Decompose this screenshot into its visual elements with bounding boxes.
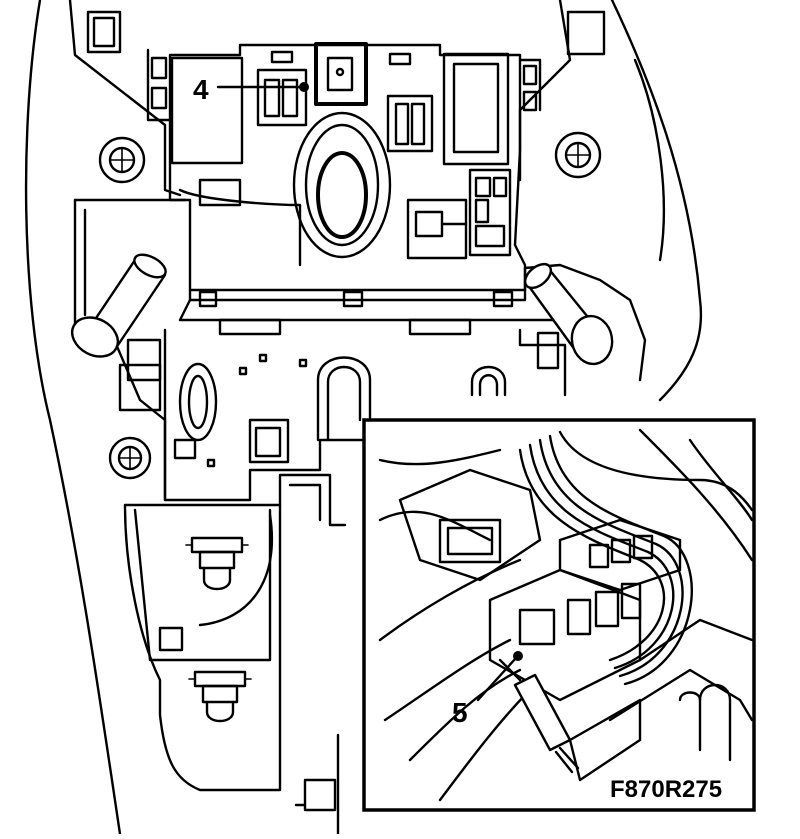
callout-5-leader [476,651,523,702]
callout-5-label: 5 [452,697,468,728]
right-cylinder [523,262,614,366]
bulb-upper [185,536,249,591]
top-right-bracket [518,10,606,112]
left-bracket [178,178,302,267]
bulb-lower [188,670,252,723]
gear-lever-slot [292,111,392,259]
middle-plate [118,328,567,502]
console-outer-shell [24,0,703,836]
figure-reference-code: F870R275 [610,776,722,803]
inset-detail [362,418,756,812]
mounting-boss-top-right [554,131,602,179]
callout-4-leader [216,82,309,92]
mounting-boss-top-left [98,136,146,184]
callout-4-label: 4 [193,74,209,105]
top-left-bracket [86,10,172,122]
bottom-hardware [294,733,340,836]
upper-module [168,42,527,292]
mounting-boss-mid-left [108,436,152,480]
right-latch-cluster [406,168,512,260]
lower-compartment [123,473,347,792]
left-cylinder [70,253,167,358]
